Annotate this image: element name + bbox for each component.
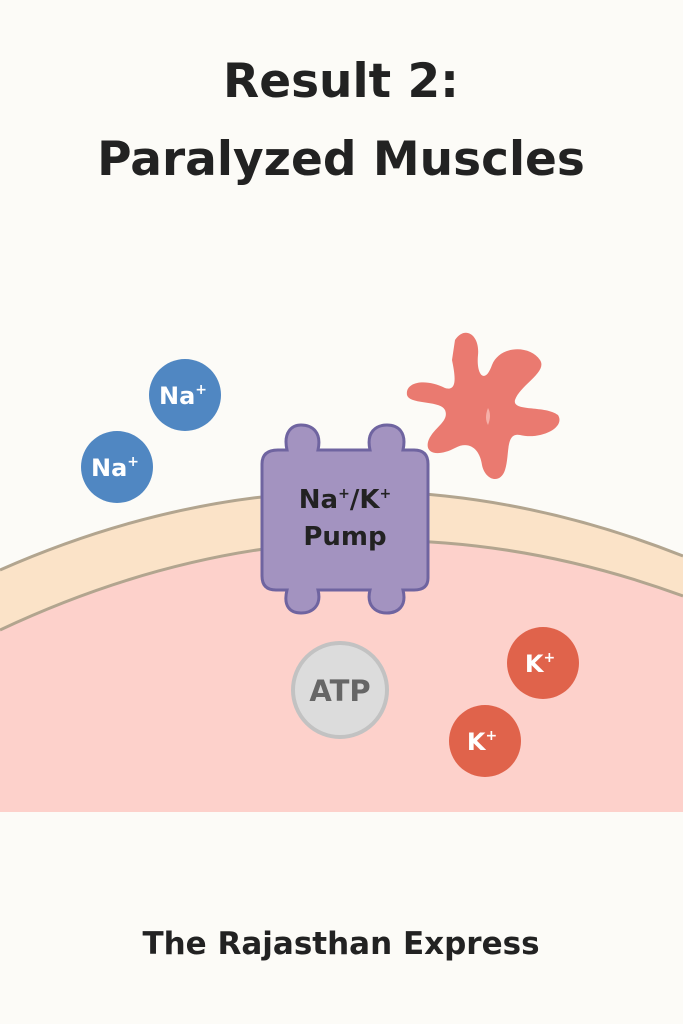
sodium-ion: Na+ (149, 359, 221, 431)
na-k-pump (260, 423, 430, 615)
svg-text:Na+: Na+ (159, 382, 207, 410)
title-line-1: Result 2: (223, 54, 459, 109)
pump-label-line-2: Pump (303, 522, 386, 552)
potassium-ion: K+ (507, 627, 579, 699)
sodium-ion: Na+ (81, 431, 153, 503)
toxin-molecule (406, 332, 560, 480)
svg-text:ATP: ATP (309, 674, 370, 708)
svg-text:K+: K+ (467, 728, 497, 756)
footer-publisher: The Rajasthan Express (142, 926, 539, 962)
toxin-highlight (486, 408, 490, 425)
potassium-ion: K+ (449, 705, 521, 777)
cell-membrane (0, 491, 683, 630)
svg-text:K+: K+ (525, 650, 555, 678)
svg-text:Na+: Na+ (91, 454, 139, 482)
atp-molecule: ATP (291, 641, 389, 739)
title-line-2: Paralyzed Muscles (97, 132, 585, 187)
pump-label-line-1: Na+/K+ (299, 485, 391, 515)
